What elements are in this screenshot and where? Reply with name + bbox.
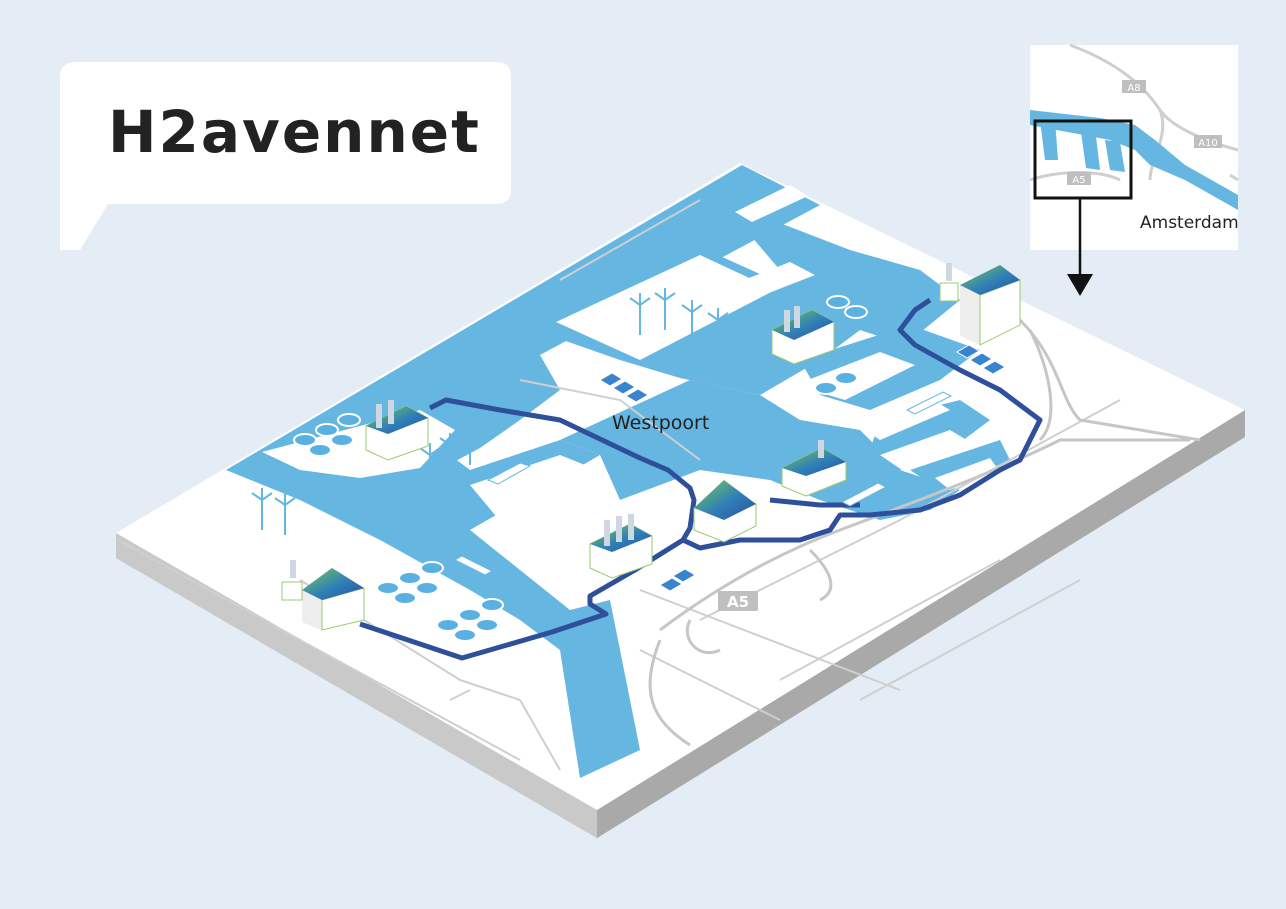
inset-city-label: Amsterdam	[1140, 213, 1239, 233]
factory-far-right	[939, 263, 1021, 346]
area-label-westpoort: Westpoort	[612, 412, 709, 434]
solar-panels	[599, 344, 1006, 592]
factory-lower-center	[589, 514, 653, 579]
wind-turbines	[251, 288, 729, 535]
inset-road-shields: A8 A10 A5	[1067, 80, 1222, 186]
map-title: H2avennet	[108, 98, 481, 166]
storage-tanks	[293, 295, 868, 642]
locator-arrow	[1067, 198, 1093, 296]
ships	[453, 391, 953, 576]
road-shield-a5: A5	[718, 591, 758, 611]
factory-center-right	[781, 440, 847, 497]
inset-shield-a5: A5	[1072, 175, 1085, 186]
factory-lower-left	[281, 560, 365, 631]
hydrogen-pipeline	[359, 297, 1043, 661]
title-bubble: H2avennet	[60, 62, 511, 250]
road-shield-a5-label: A5	[727, 593, 749, 611]
inset-focus-frame	[1033, 119, 1133, 200]
factory-center	[693, 480, 757, 543]
factory-upper-left	[365, 400, 429, 461]
inset-shield-a8: A8	[1127, 83, 1140, 94]
factory-upper-center	[771, 306, 835, 365]
inset-map: A8 A10 A5 Amsterdam	[1029, 43, 1239, 250]
inset-shield-a10: A10	[1198, 138, 1218, 149]
